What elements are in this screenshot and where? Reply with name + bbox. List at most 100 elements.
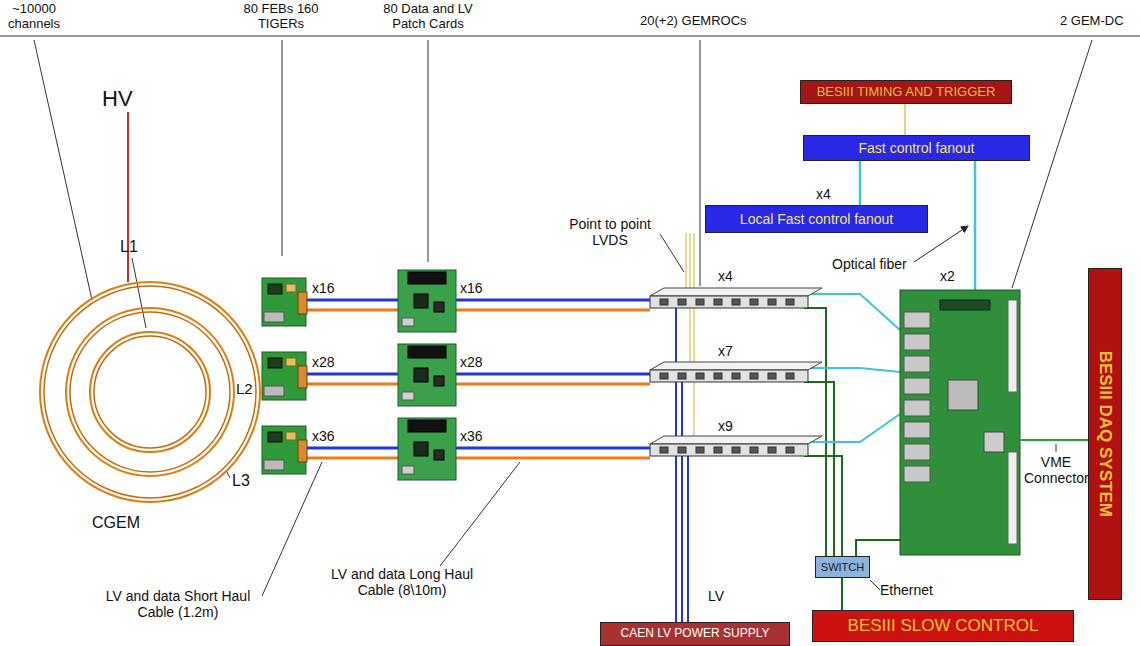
annotation-label: 80 Data and LV Patch Cards [370, 2, 486, 32]
gemroc-port [786, 299, 794, 305]
sfp-cage [904, 334, 930, 350]
board-connector [940, 300, 990, 310]
connector-line [841, 578, 843, 610]
node-text: CAEN LV POWER SUPPLY [621, 627, 770, 641]
sfp-cage [904, 444, 930, 460]
lv-cable [305, 457, 650, 460]
power-supply-box: CAEN LV POWER SUPPLY [600, 622, 790, 646]
leader-line [1056, 444, 1057, 452]
gemroc-port [660, 447, 668, 453]
lvds-line [693, 233, 695, 436]
node-text: SWITCH [821, 561, 864, 574]
patch-connector [402, 392, 414, 400]
hv-line [127, 112, 129, 282]
feb-connector [298, 292, 307, 314]
node-text: BESIII SLOW CONTROL [848, 616, 1039, 636]
leader-line [1012, 40, 1092, 288]
node-text: BESIII TIMING AND TRIGGER [817, 85, 996, 100]
lvds-line [685, 233, 687, 288]
vme-connector [1008, 452, 1017, 544]
feb-board [262, 426, 306, 474]
gemroc-port [732, 299, 740, 305]
annotation-label: HV [102, 86, 133, 111]
annotation-label: LV [708, 588, 724, 604]
data-cable [305, 447, 650, 450]
optical-fiber [808, 414, 900, 442]
sfp-cage [904, 312, 930, 328]
gemroc-port [714, 447, 722, 453]
annotation-label: LV and data Long Haul Cable (8\10m) [318, 566, 486, 598]
optical-fiber [808, 368, 900, 372]
feb-chip [286, 284, 296, 292]
gemroc-top [650, 362, 822, 370]
leader-line [428, 40, 429, 262]
annotation-label: x4 [718, 268, 733, 284]
gemroc-port [768, 373, 776, 379]
gemroc-port [696, 299, 704, 305]
node-text: BESIII DAQ SYSTEM [1095, 351, 1115, 517]
gemroc-port [768, 299, 776, 305]
annotation-label: Optical fiber [832, 256, 907, 272]
leader-line [282, 40, 283, 256]
annotation-label: x16 [312, 280, 335, 296]
annotation-label: CGEM [92, 514, 140, 532]
optical-fiber [808, 294, 900, 330]
cgem-ring [66, 308, 234, 476]
feb-connector [298, 440, 307, 462]
header-rule [0, 36, 1140, 37]
patch-card [398, 418, 456, 480]
ethernet-line [856, 540, 900, 556]
connector-line [859, 161, 862, 205]
node-text: Local Fast control fanout [740, 211, 893, 227]
fanout-box: Fast control fanout [803, 135, 1030, 161]
annotation-label: L2 [236, 380, 253, 397]
cgem-ring [40, 282, 260, 502]
gemroc-port [786, 447, 794, 453]
switch-box: SWITCH [815, 556, 870, 578]
cgem-ring [70, 312, 230, 472]
optical-fiber [974, 161, 977, 290]
gemroc-port [696, 447, 704, 453]
data-cable [305, 373, 650, 376]
gemroc-port [660, 299, 668, 305]
leader-line [132, 258, 146, 328]
gemroc-front [650, 370, 808, 382]
feb-board [262, 352, 306, 400]
patch-chip [434, 450, 444, 460]
trigger-box: BESIII TIMING AND TRIGGER [800, 80, 1012, 104]
gemroc-port [678, 447, 686, 453]
gemroc-port [660, 373, 668, 379]
leader-line [700, 40, 701, 286]
vme-connector [1008, 300, 1017, 392]
patch-chip [414, 294, 428, 308]
annotation-label: L3 [232, 472, 250, 490]
annotation-label: x9 [718, 418, 733, 434]
fanout-box: Local Fast control fanout [705, 205, 928, 233]
data-cable [305, 299, 650, 302]
feb-chip [286, 432, 296, 440]
feb-connector [264, 460, 284, 470]
annotation-label: x7 [718, 343, 733, 359]
gemroc-port [750, 373, 758, 379]
annotation-label: x2 [940, 268, 955, 284]
annotation-label: 80 FEBs 160 TIGERs [240, 2, 322, 32]
patch-chip [414, 368, 428, 382]
patch-connector [408, 346, 446, 358]
ethernet-line [804, 456, 842, 556]
gemroc-port [786, 373, 794, 379]
ethernet-line [804, 382, 834, 556]
lv-cable [305, 309, 650, 312]
feb-chip [268, 358, 282, 368]
patch-card [398, 344, 456, 406]
gemroc-top [650, 288, 822, 296]
cgem-ring [94, 336, 206, 448]
annotation-label: x4 [816, 186, 831, 202]
annotation-label: 20(+2) GEMROCs [640, 14, 747, 29]
vme-line [1020, 439, 1088, 441]
patch-connector [402, 466, 414, 474]
sfp-cage [904, 466, 930, 482]
feb-chip [268, 432, 282, 442]
lv-line [687, 456, 689, 622]
sfp-cage [904, 422, 930, 438]
